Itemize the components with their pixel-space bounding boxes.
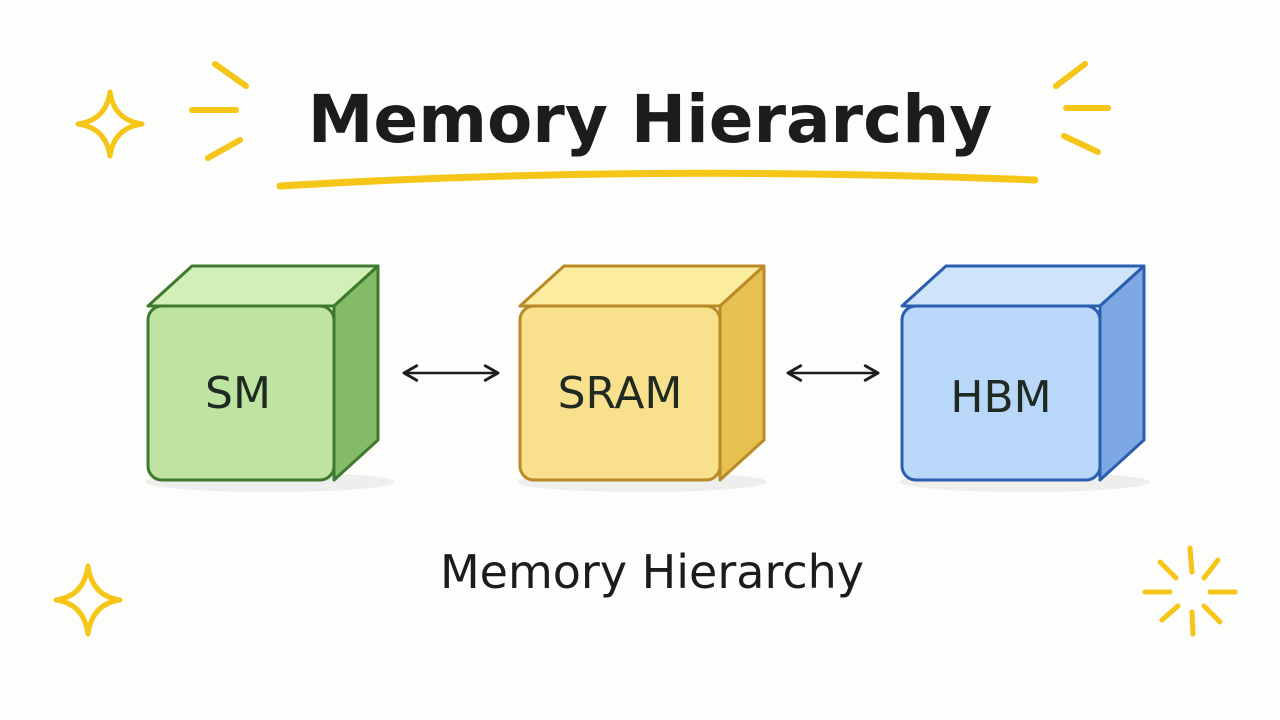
burst-lines-left — [189, 61, 249, 161]
burst-lines-right — [1053, 61, 1111, 155]
block-hbm: HBM — [900, 264, 1150, 492]
block-front-face — [900, 304, 1102, 482]
block-side-face — [718, 264, 766, 482]
block-front-face — [146, 304, 336, 482]
diagram-title: Memory Hierarchy — [308, 81, 993, 158]
burst-icon — [1142, 545, 1238, 637]
block-sram: SRAM — [517, 264, 767, 492]
diagram-caption: Memory Hierarchy — [440, 545, 864, 599]
block-front-face — [518, 304, 722, 482]
block-side-face — [332, 264, 380, 482]
block-label-sm: SM — [205, 368, 271, 419]
sparkle-icon — [53, 563, 123, 637]
block-side-face — [1098, 264, 1146, 482]
block-sm: SM — [145, 264, 395, 492]
block-label-hbm: HBM — [950, 372, 1051, 423]
block-label-sram: SRAM — [558, 368, 683, 419]
sparkle-icon — [75, 89, 145, 159]
title-underline — [276, 169, 1039, 190]
